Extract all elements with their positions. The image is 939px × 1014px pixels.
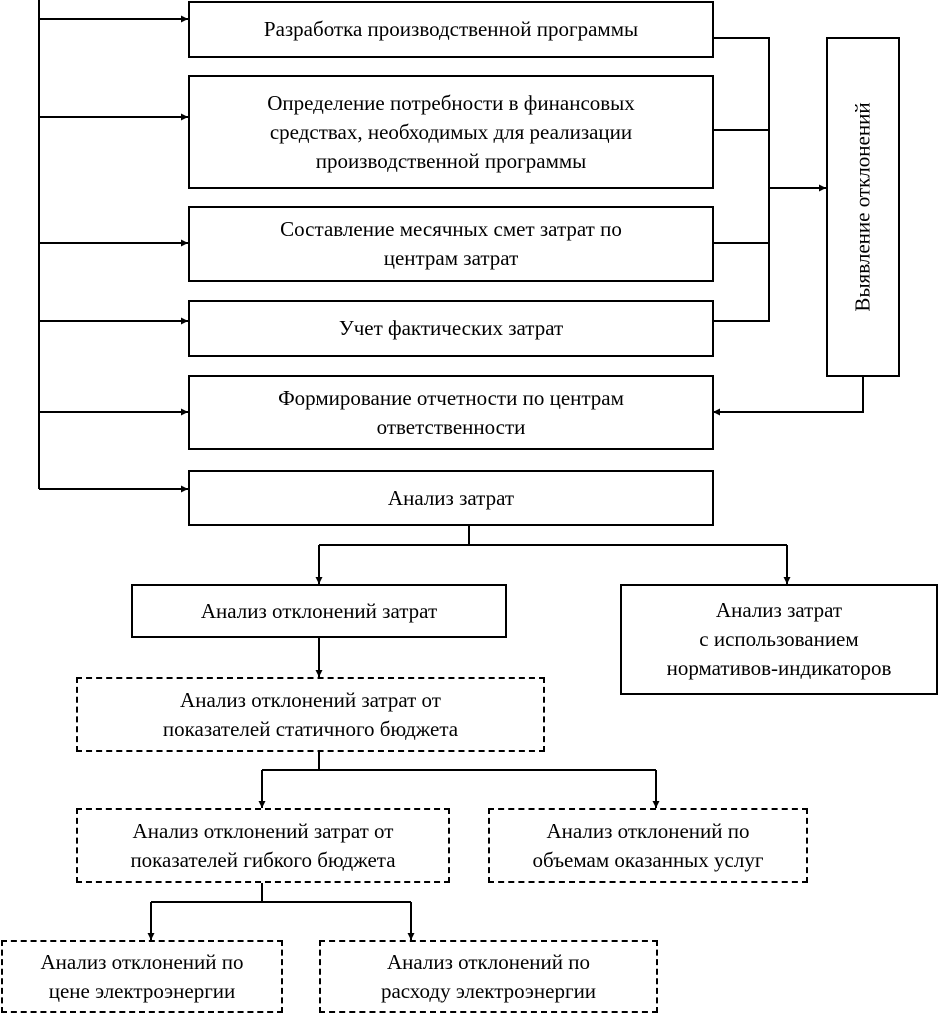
- box-static-budget: Анализ отклонений затрат от показателей …: [76, 677, 545, 752]
- box-electricity-price: Анализ отклонений по цене электроэнергии: [1, 940, 283, 1013]
- box-electricity-consumption: Анализ отклонений по расходу электроэнер…: [319, 940, 658, 1013]
- box-cost-analysis: Анализ затрат: [188, 470, 714, 526]
- box-deviation-detection: Выявление отклонений: [826, 37, 900, 377]
- arrow-deviations-to-reporting: [713, 376, 864, 416]
- box-flex-budget: Анализ отклонений затрат от показателей …: [76, 808, 450, 883]
- box-normative-indicators: Анализ затрат с использованием нормативо…: [620, 584, 938, 695]
- box-actual-costs: Учет фактических затрат: [188, 300, 714, 357]
- box-reporting: Формирование отчетности по центрам ответ…: [188, 375, 714, 450]
- collector-line: [713, 37, 770, 322]
- box-production-program: Разработка производственной программы: [188, 1, 714, 58]
- deviation-detection-label: Выявление отклонений: [850, 102, 875, 312]
- box-monthly-estimates: Составление месячных смет затрат по цент…: [188, 206, 714, 282]
- box-service-volume: Анализ отклонений по объемам оказанных у…: [488, 808, 808, 883]
- box-cost-deviation-analysis: Анализ отклонений затрат: [131, 584, 507, 638]
- box-financial-needs: Определение потребности в финансовых сре…: [188, 75, 714, 189]
